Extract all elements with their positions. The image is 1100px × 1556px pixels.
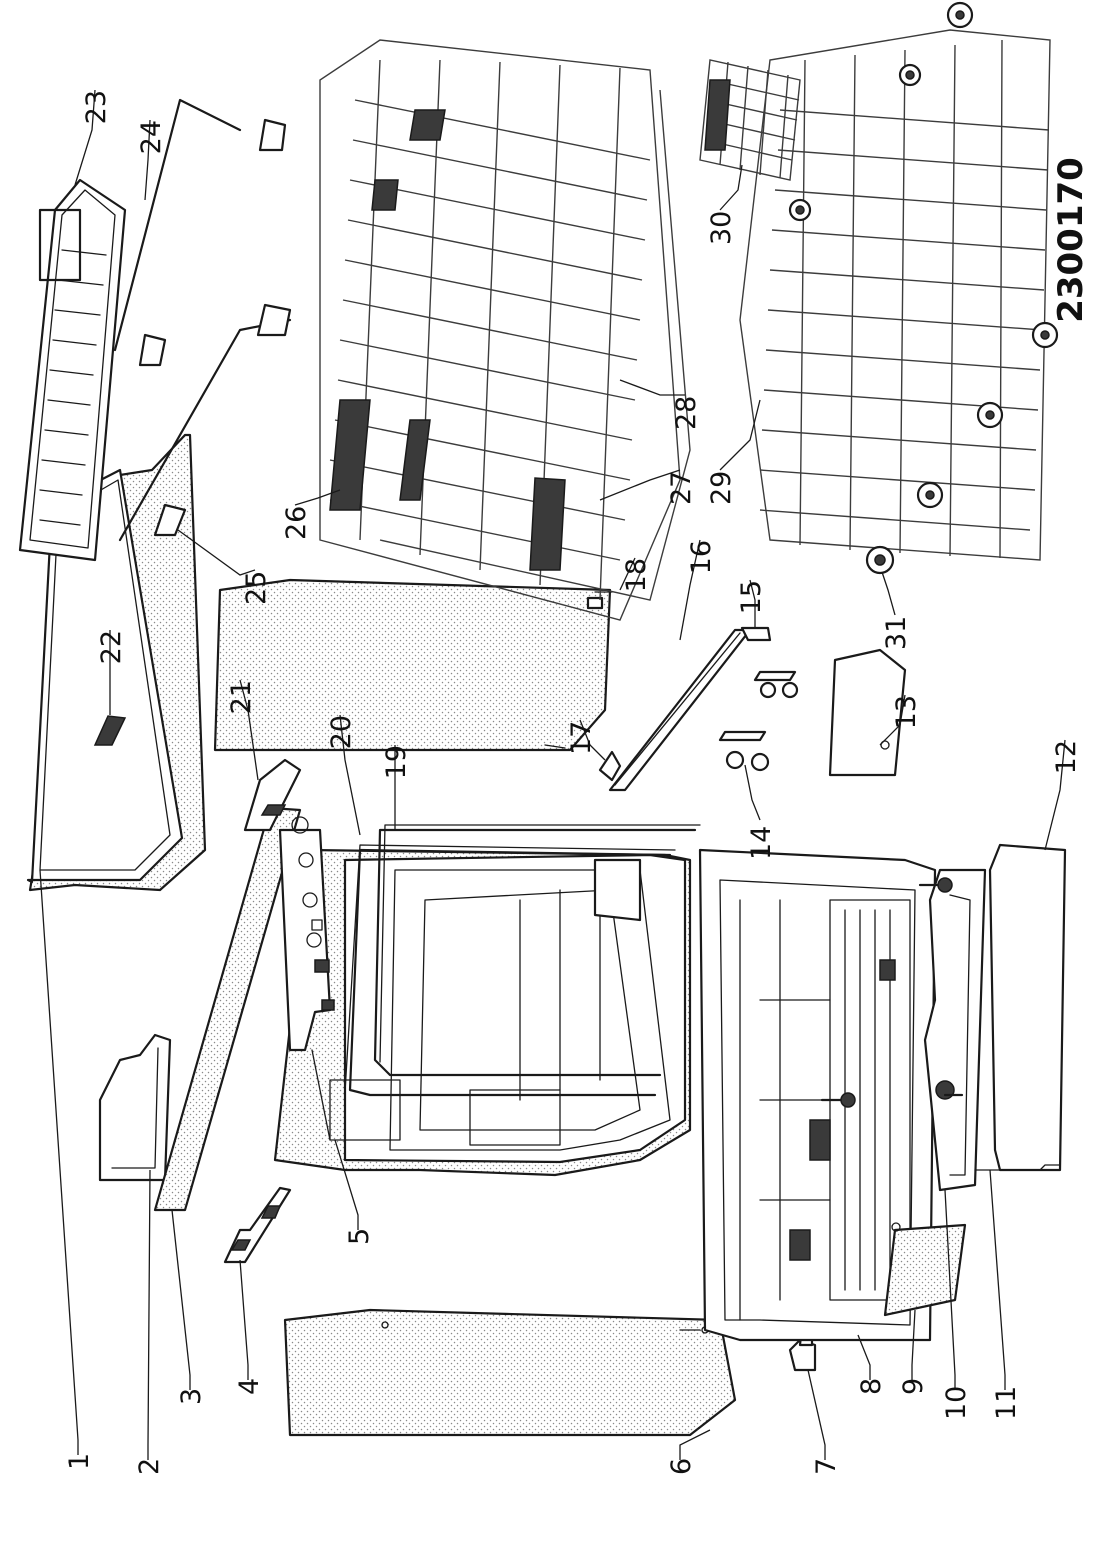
part-14-rollers (718, 670, 799, 772)
drawing-code: 2300170 (1051, 157, 1091, 323)
part-5-tub (273, 816, 692, 1177)
label-20: 20 (326, 715, 357, 749)
label-30: 30 (706, 211, 737, 245)
label-19: 19 (381, 745, 412, 779)
part-18-side-panel (213, 578, 613, 752)
part-10-bottom-cover (923, 868, 987, 1192)
label-9: 9 (898, 1378, 929, 1395)
label-17: 17 (566, 721, 597, 755)
part-2-door-trim (98, 1033, 172, 1182)
label-1: 1 (64, 1453, 95, 1470)
part-22-clip (93, 715, 127, 746)
label-16: 16 (686, 540, 717, 574)
label-15: 15 (736, 580, 767, 614)
label-6: 6 (666, 1458, 697, 1475)
label-2: 2 (134, 1458, 165, 1475)
part-3-insulation (153, 806, 302, 1212)
label-8: 8 (856, 1378, 887, 1395)
label-11: 11 (991, 1386, 1022, 1420)
label-12: 12 (1051, 740, 1082, 774)
part-30-cutlery-basket (699, 59, 801, 181)
label-7: 7 (811, 1458, 842, 1475)
label-3: 3 (176, 1388, 207, 1405)
part-11-12-plinth (974, 843, 1067, 1172)
label-4: 4 (234, 1378, 265, 1395)
part-16-rail (598, 626, 772, 792)
label-26: 26 (281, 506, 312, 540)
label-13: 13 (891, 695, 922, 729)
part-21-bracket (243, 758, 302, 832)
part-1-door-panel (26, 433, 207, 892)
part-9-plate (883, 1222, 967, 1317)
label-27: 27 (666, 471, 697, 505)
label-10: 10 (941, 1386, 972, 1420)
part-6-side-panel (283, 1308, 737, 1437)
part-23-top-tray (18, 178, 127, 562)
label-18: 18 (621, 558, 652, 592)
label-14: 14 (746, 826, 777, 860)
part-24-25-rails (113, 98, 292, 542)
part-4-hinge (223, 1186, 292, 1264)
label-24: 24 (136, 120, 167, 154)
label-22: 22 (96, 630, 127, 664)
part-29-lower-basket (739, 1, 1059, 575)
label-31: 31 (881, 616, 912, 650)
part-13-panel (828, 648, 907, 777)
label-29: 29 (706, 471, 737, 505)
label-5: 5 (344, 1228, 375, 1245)
leader-lines (39, 89, 1066, 1460)
screws (820, 877, 964, 1108)
callout-labels: 1 2 3 4 5 6 7 8 9 10 11 12 13 14 15 16 1… (64, 90, 1091, 1475)
label-28: 28 (671, 396, 702, 430)
label-21: 21 (226, 680, 257, 714)
part-8-base-frame (698, 848, 937, 1342)
label-23: 23 (81, 90, 112, 124)
label-25: 25 (241, 571, 272, 605)
part-26-28-upper-basket (319, 39, 691, 621)
part-19-20-gaskets (344, 824, 701, 1097)
